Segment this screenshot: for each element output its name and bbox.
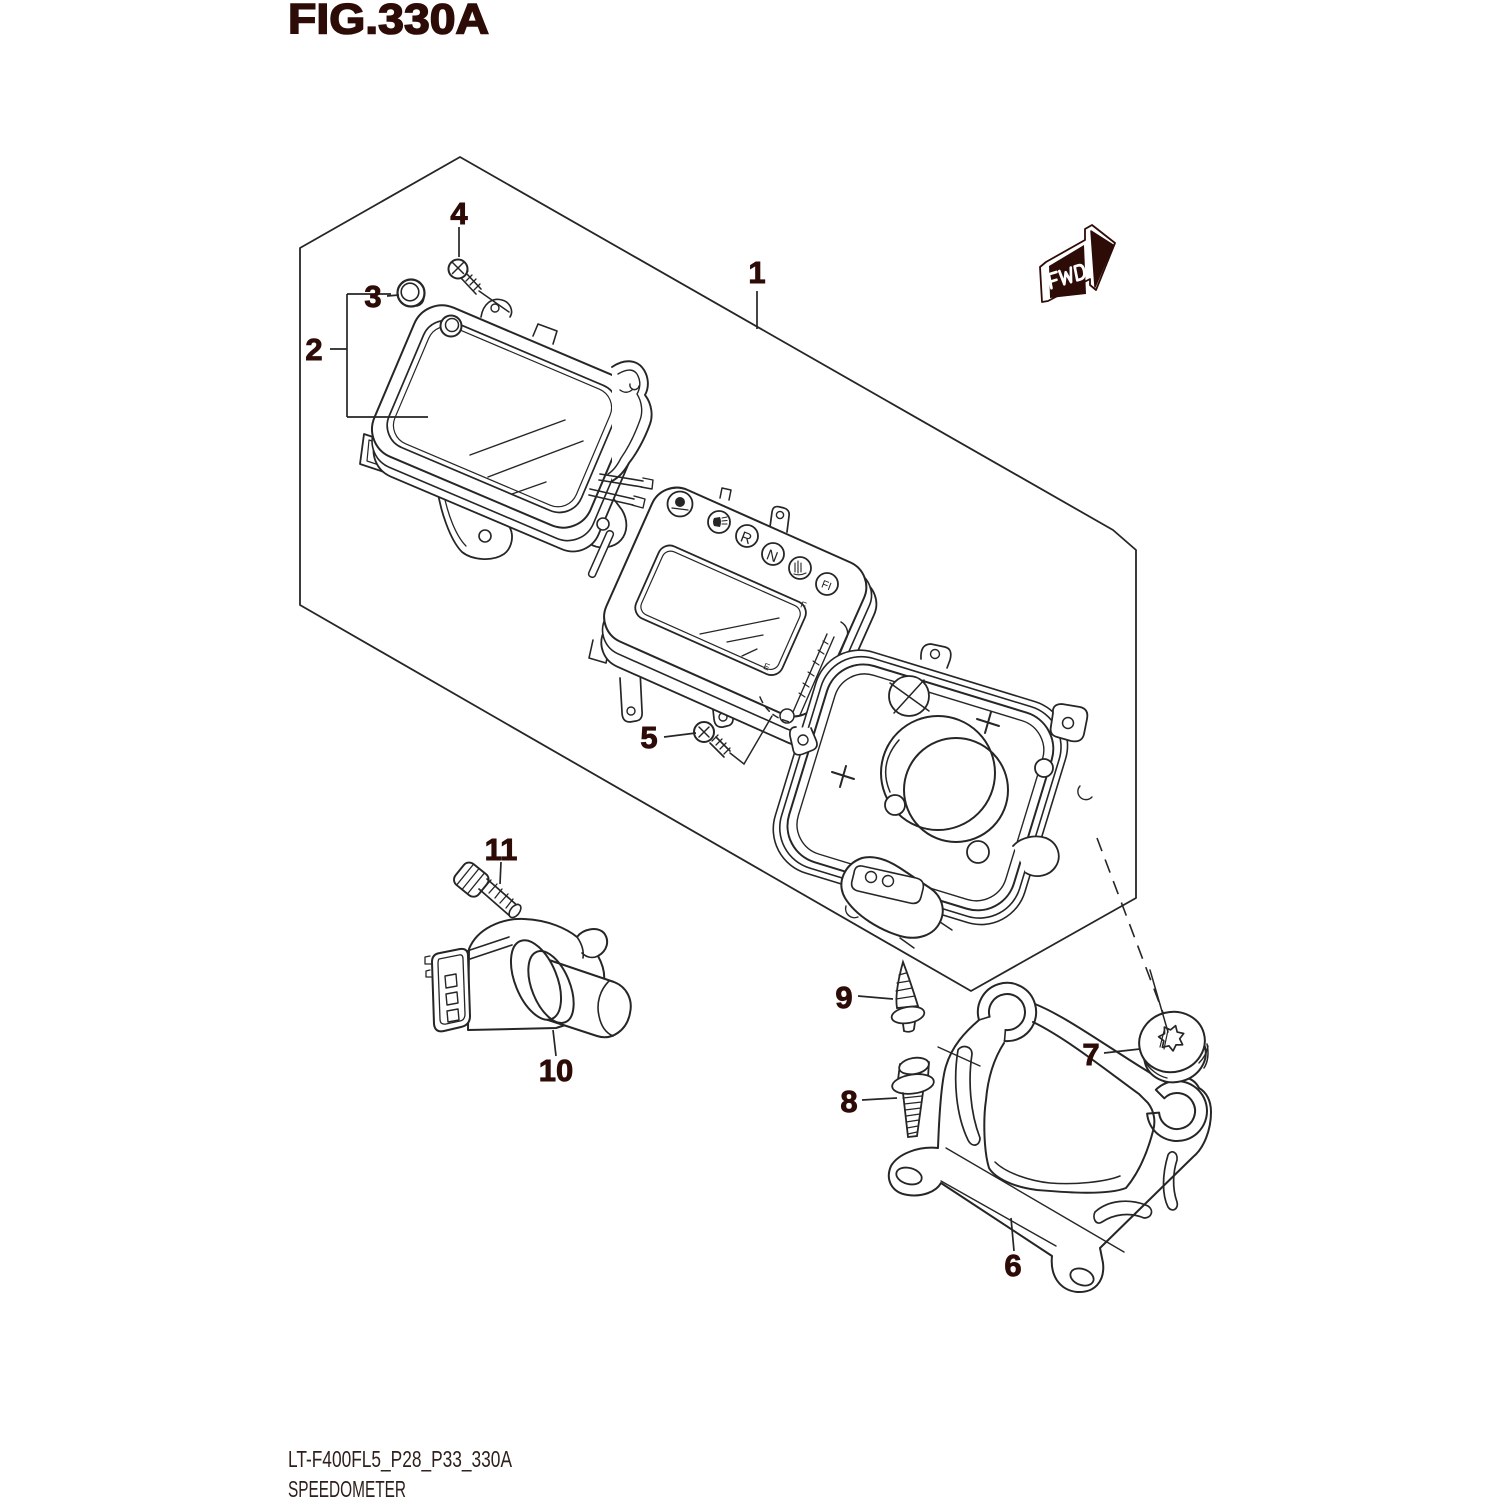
svg-text:6: 6 (1004, 1248, 1021, 1283)
svg-text:9: 9 (835, 980, 852, 1015)
svg-text:11: 11 (485, 832, 518, 867)
svg-text:LT-F400FL5_P28_P33_330A: LT-F400FL5_P28_P33_330A (288, 1446, 512, 1472)
svg-text:10: 10 (539, 1053, 573, 1088)
svg-text:2: 2 (305, 332, 322, 367)
svg-text:FI: FI (820, 579, 833, 594)
svg-text:7: 7 (1082, 1037, 1099, 1072)
svg-text:FIG.330A: FIG.330A (288, 0, 489, 44)
svg-text:E: E (762, 661, 771, 672)
svg-text:5: 5 (640, 720, 657, 755)
svg-text:SPEEDOMETER: SPEEDOMETER (288, 1476, 406, 1500)
svg-text:1: 1 (748, 255, 765, 290)
svg-text:8: 8 (840, 1084, 857, 1119)
svg-text:4: 4 (450, 196, 468, 231)
svg-text:F: F (799, 599, 808, 610)
svg-text:3: 3 (364, 279, 381, 314)
